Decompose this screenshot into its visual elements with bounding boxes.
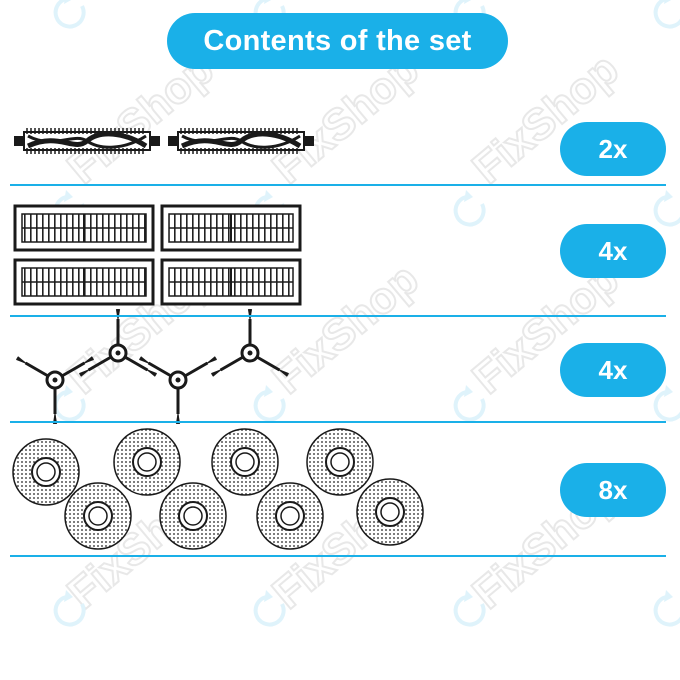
hepa-filter-icon bbox=[13, 258, 155, 306]
mop-pad-icon bbox=[256, 482, 324, 550]
side-brush-icon bbox=[79, 308, 157, 377]
row-divider bbox=[10, 315, 666, 317]
hepa-filter-icon bbox=[13, 204, 155, 252]
row-divider bbox=[10, 421, 666, 423]
side-brush-icon bbox=[211, 308, 289, 377]
quantity-badge-main-brush: 2x bbox=[560, 122, 666, 176]
mop-pad-icon bbox=[306, 428, 374, 496]
hepa-filter-icon bbox=[160, 204, 302, 252]
page-title: Contents of the set bbox=[167, 13, 508, 69]
quantity-badge-side-brush: 4x bbox=[560, 343, 666, 397]
mop-pad-icon bbox=[12, 438, 80, 506]
mop-pad-icon bbox=[113, 428, 181, 496]
row-divider bbox=[10, 184, 666, 186]
side-brush-icon bbox=[16, 356, 94, 425]
side-brush-icon bbox=[139, 356, 217, 425]
mop-pad-icon bbox=[211, 428, 279, 496]
mop-pad-icon bbox=[159, 482, 227, 550]
quantity-badge-hepa-filter: 4x bbox=[560, 224, 666, 278]
quantity-badge-mop-pad: 8x bbox=[560, 463, 666, 517]
row-divider bbox=[10, 555, 666, 557]
mop-pad-icon bbox=[64, 482, 132, 550]
mop-pad-icon bbox=[356, 478, 424, 546]
main-brush-icon bbox=[14, 128, 160, 154]
hepa-filter-icon bbox=[160, 258, 302, 306]
main-brush-icon bbox=[168, 128, 314, 154]
